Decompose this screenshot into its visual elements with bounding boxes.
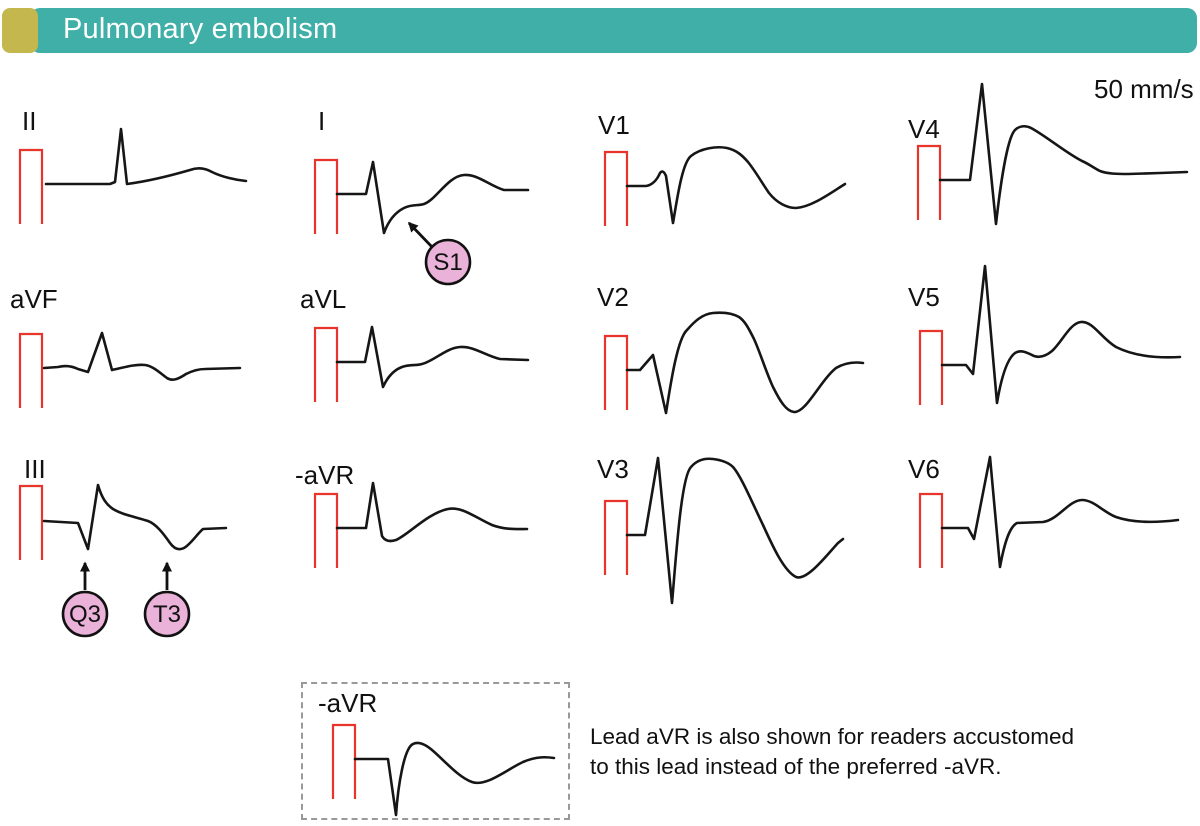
ecg-trace-I [335,160,530,235]
lead-label-aVL: aVL [300,284,347,314]
ecg-trace-V3 [625,456,845,605]
ecg-trace-V6 [940,455,1180,569]
calibration-pulse-V5 [918,329,944,405]
lead-label-II: II [22,106,37,136]
lead-label-V3: V3 [597,454,629,484]
calibration-pulse--aVR [313,492,339,568]
lead-label-V5: V5 [908,282,940,312]
caption-line-1: Lead aVR is also shown for readers accus… [590,724,1075,749]
lead-label-V6: V6 [908,454,940,484]
ecg-trace-V5 [940,264,1182,405]
calibration-pulse-V6 [918,492,944,568]
ecg-trace-V4 [938,82,1189,226]
ecg-trace-V2 [625,311,865,415]
calibration-pulse-aVL [313,326,339,402]
annotation-label-T3: T3 [153,601,181,628]
annotation-circle-S1 [424,238,472,286]
calibration-pulse-V3 [603,499,629,575]
annotation-circle-Q3 [61,590,109,638]
page-title: Pulmonary embolism [63,13,338,45]
ecg-trace-aVL [335,325,530,389]
lead-label-V4: V4 [908,114,940,144]
lead-label-aVF: aVF [10,284,58,314]
header-bar [30,8,1197,53]
lead-label--aVR: -aVR [295,460,355,490]
calibration-pulse-III [18,484,44,560]
paper-speed-label: 50 mm/s [1094,74,1194,104]
inset-box [301,682,570,820]
lead-label--aVR: -aVR [318,688,378,718]
annotation-arrow-S1 [407,221,435,249]
calibration-pulse-V1 [603,150,629,226]
annotation-label-S1: S1 [433,249,462,276]
calibration-pulse-I [313,158,339,234]
annotation-label-Q3: Q3 [69,601,101,628]
calibration-pulse-V4 [916,144,942,220]
ecg-trace-II [44,127,248,186]
lead-label-I: I [318,106,326,136]
ecg-trace-aVF [42,331,242,381]
calibration-pulse-V2 [603,334,629,410]
lead-label-V1: V1 [598,110,630,140]
caption: Lead aVR is also shown for readers accus… [590,722,1074,782]
calibration-pulse-aVF [18,332,44,408]
ecg-trace-III [42,483,228,551]
header-accent-square [2,8,38,53]
calibration-pulse-II [18,148,44,224]
ecg-trace--aVR [335,481,529,543]
annotation-circle-T3 [143,590,191,638]
lead-label-III: III [24,454,46,484]
caption-line-2: to this lead instead of the preferred -a… [590,754,1002,779]
lead-label-V2: V2 [597,282,629,312]
ecg-trace-V1 [625,145,847,225]
